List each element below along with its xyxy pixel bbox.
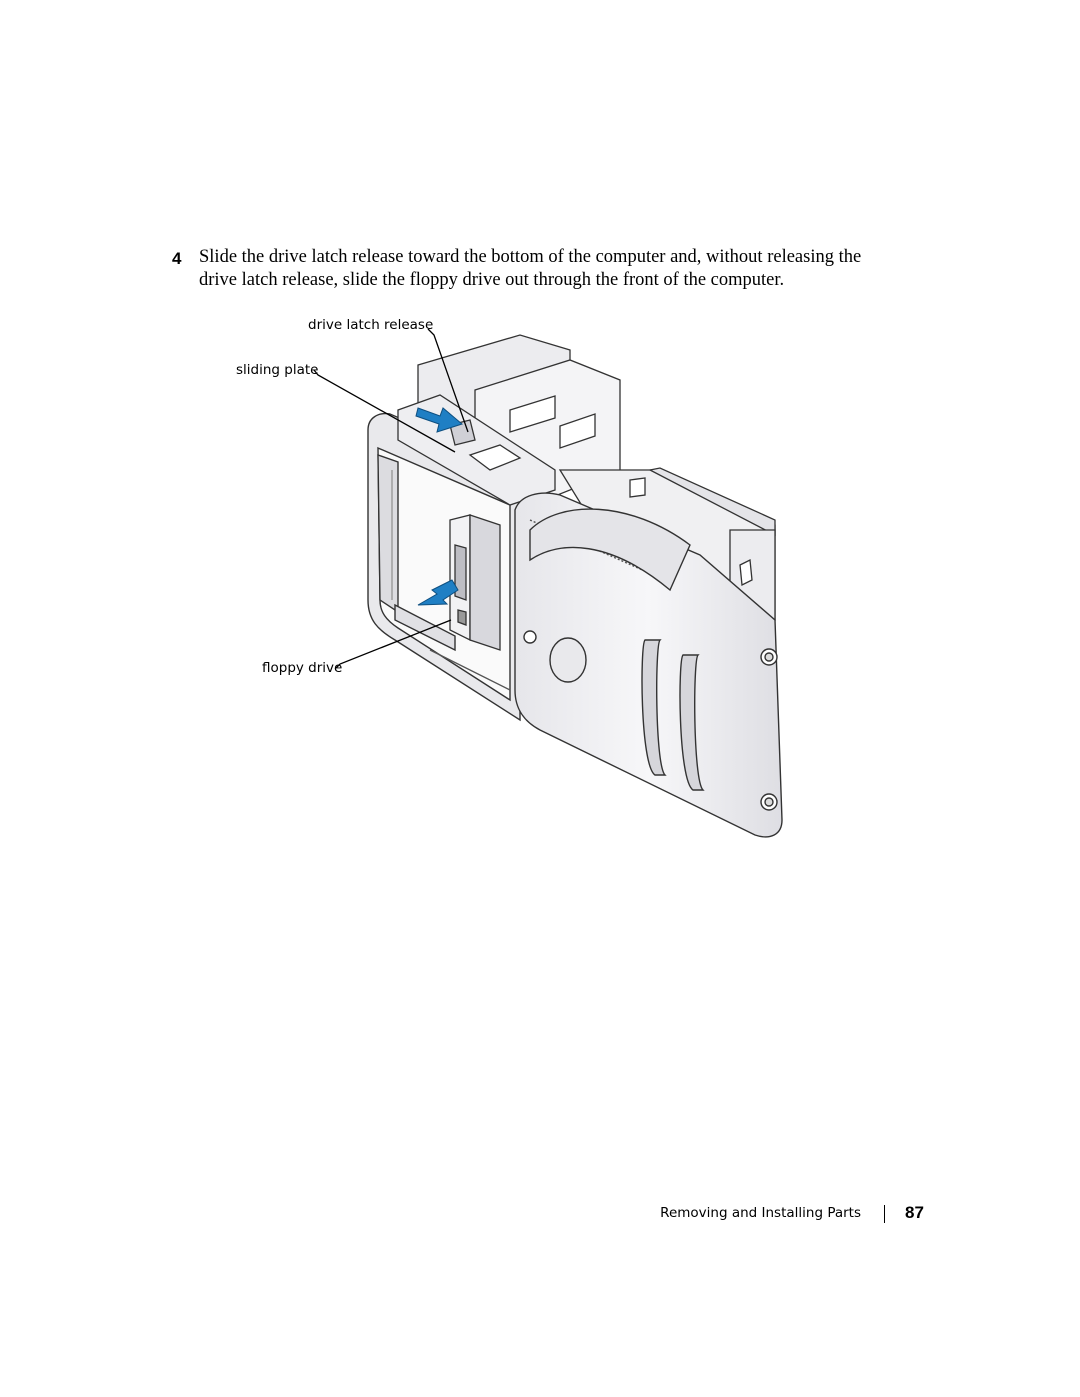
page-footer: Removing and Installing Parts 87 — [0, 1203, 1080, 1228]
footer-section-title: Removing and Installing Parts — [660, 1205, 861, 1221]
step-text: Slide the drive latch release toward the… — [199, 247, 862, 290]
callout-sliding-plate: sliding plate — [236, 362, 319, 378]
leader-floppy-drive — [335, 619, 452, 669]
direction-arrows — [415, 407, 464, 606]
leader-sliding-plate — [313, 369, 456, 453]
step-number: 4 — [172, 249, 182, 268]
callout-drive-latch-release: drive latch release — [308, 317, 434, 333]
drive-arrow — [417, 579, 459, 606]
floppy-drive — [449, 514, 501, 651]
leader-lines — [313, 328, 469, 669]
latch-arrow — [415, 407, 464, 433]
callout-floppy-drive: floppy drive — [262, 660, 343, 676]
front-panel — [514, 492, 783, 838]
footer-separator — [884, 1205, 885, 1223]
leader-drive-latch-release — [427, 328, 469, 433]
page-number: 87 — [905, 1203, 924, 1222]
